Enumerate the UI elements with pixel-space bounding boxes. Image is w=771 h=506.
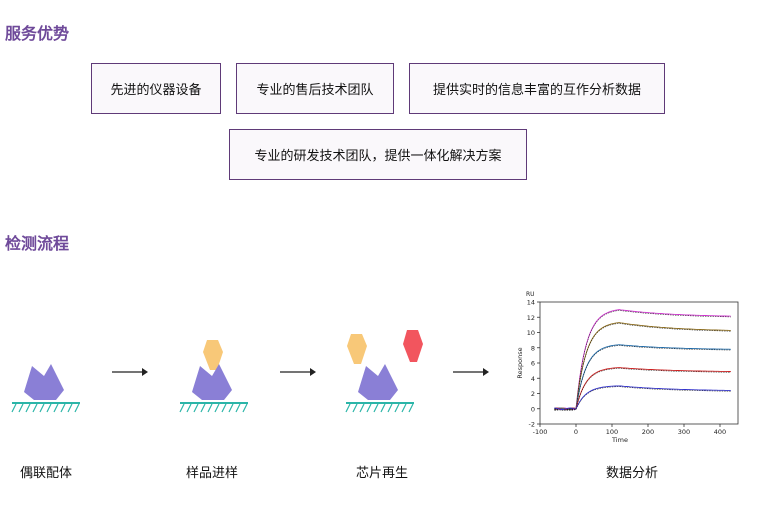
flow-arrow-2 xyxy=(280,368,316,376)
flow-arrow-1 xyxy=(112,368,148,376)
released-analyte-shape xyxy=(403,330,423,362)
service-item-rd-team: 专业的研发技术团队，提供一体化解决方案 xyxy=(229,129,527,180)
sensorgram-chart: -2 0 2 4 6 8 10 12 14 -100 0 100 200 300 400 RU Time Resp… xyxy=(516,291,739,444)
step-label-data-analysis: 数据分析 xyxy=(605,466,658,481)
fit-line-4 xyxy=(554,368,731,411)
x-tick-label: 0 xyxy=(574,428,578,436)
series-line-4 xyxy=(554,367,731,410)
step-chip-regeneration-illustration xyxy=(345,330,423,413)
x-tick-label: 400 xyxy=(714,428,726,436)
service-section-title: 服务优势 xyxy=(5,24,70,43)
series-line-5 xyxy=(554,385,731,410)
step-ligand-coupling-illustration xyxy=(11,364,80,413)
process-section-title: 检测流程 xyxy=(5,234,70,253)
y-tick-label: -2 xyxy=(529,421,535,429)
y-tick-label: 4 xyxy=(531,375,535,383)
y-tick-label: 14 xyxy=(527,299,535,307)
step-sample-injection-illustration xyxy=(179,340,248,413)
fit-line-1 xyxy=(554,310,731,411)
y-tick-label: 2 xyxy=(531,390,535,398)
step-label-sample-injection: 样品进样 xyxy=(185,466,238,481)
series-line-1 xyxy=(554,309,731,410)
service-item-after-sales-team: 专业的售后技术团队 xyxy=(236,63,394,114)
sample-molecule-shape xyxy=(203,340,223,370)
step-label-ligand-coupling: 偶联配体 xyxy=(19,466,72,481)
step-label-chip-regeneration: 芯片再生 xyxy=(355,466,408,481)
y-tick-label: 8 xyxy=(531,344,535,352)
y-tick-label: 0 xyxy=(531,405,535,413)
x-axis-label: Time xyxy=(611,436,628,444)
x-tick-label: 100 xyxy=(606,428,618,436)
ligand-shape xyxy=(192,364,232,400)
x-tick-label: 200 xyxy=(642,428,654,436)
ligand-shape xyxy=(358,364,398,400)
y-tick-label: 10 xyxy=(527,329,535,337)
service-item-realtime-data: 提供实时的信息丰富的互作分析数据 xyxy=(409,63,665,114)
x-tick-label: 300 xyxy=(678,428,690,436)
plot-frame xyxy=(539,301,739,425)
fit-line-3 xyxy=(554,345,731,411)
fit-line-2 xyxy=(554,323,731,411)
ligand-shape xyxy=(24,364,64,400)
series-line-2 xyxy=(554,322,731,410)
series-line-3 xyxy=(554,344,731,410)
y-tick-label: 12 xyxy=(527,314,535,322)
unit-label: RU xyxy=(526,291,535,298)
x-tick-label: -100 xyxy=(533,428,548,436)
released-sample-shape xyxy=(347,334,367,364)
flow-arrow-3 xyxy=(453,368,489,376)
y-axis-label: Response xyxy=(516,347,524,378)
y-tick-label: 6 xyxy=(531,360,535,368)
fit-line-5 xyxy=(554,386,731,411)
service-item-equipment: 先进的仪器设备 xyxy=(91,63,221,114)
